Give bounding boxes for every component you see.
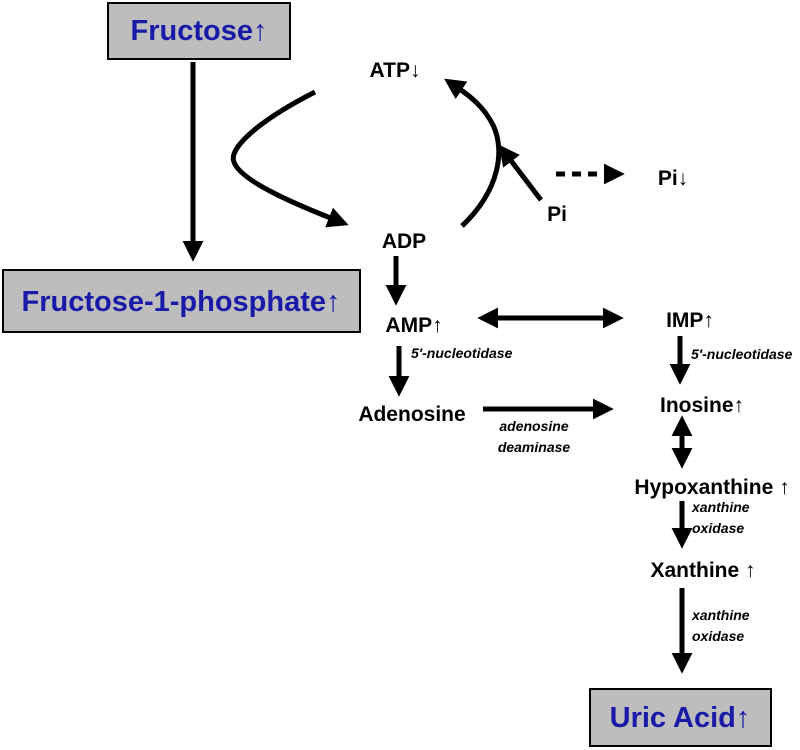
nucleotidase-imp-label: 5′-nucleotidase — [691, 346, 793, 362]
hypoxanthine-label: Hypoxanthine ↑ — [634, 476, 789, 499]
arrow-adp-to-atp — [444, 78, 502, 228]
amp-label: AMP↑ — [385, 314, 442, 337]
nucleotidase-amp-label: 5′-nucleotidase — [411, 345, 513, 361]
arrow-atp-to-adp — [230, 89, 349, 228]
adenosine-deaminase-label-2: deaminase — [498, 439, 571, 455]
fructose-label: Fructose↑ — [131, 15, 268, 47]
fructose-box: Fructose↑ — [107, 2, 291, 60]
xanthine-label: Xanthine ↑ — [650, 559, 755, 582]
uric-acid-box: Uric Acid↑ — [589, 688, 772, 747]
uric-acid-label: Uric Acid↑ — [610, 702, 751, 734]
adenosine-deaminase-label-1: adenosine — [499, 418, 568, 434]
adenosine-label: Adenosine — [358, 403, 465, 426]
xanthine-oxidase-label-2a: xanthine — [691, 607, 750, 623]
imp-label: IMP↑ — [666, 309, 714, 332]
inosine-label: Inosine↑ — [660, 394, 744, 417]
pi-down-label: Pi↓ — [658, 167, 688, 190]
adp-label: ADP — [382, 230, 426, 253]
fructose-1-phosphate-box: Fructose-1-phosphate↑ — [2, 269, 361, 333]
pi-label: Pi — [547, 203, 567, 226]
arrow-pi-to-atp — [498, 144, 543, 202]
xanthine-oxidase-label-1a: xanthine — [691, 499, 750, 515]
xanthine-oxidase-label-2b: oxidase — [692, 628, 744, 644]
fructose-1-phosphate-label: Fructose-1-phosphate↑ — [21, 286, 340, 318]
atp-label: ATP↓ — [370, 59, 421, 82]
xanthine-oxidase-label-1b: oxidase — [692, 520, 744, 536]
